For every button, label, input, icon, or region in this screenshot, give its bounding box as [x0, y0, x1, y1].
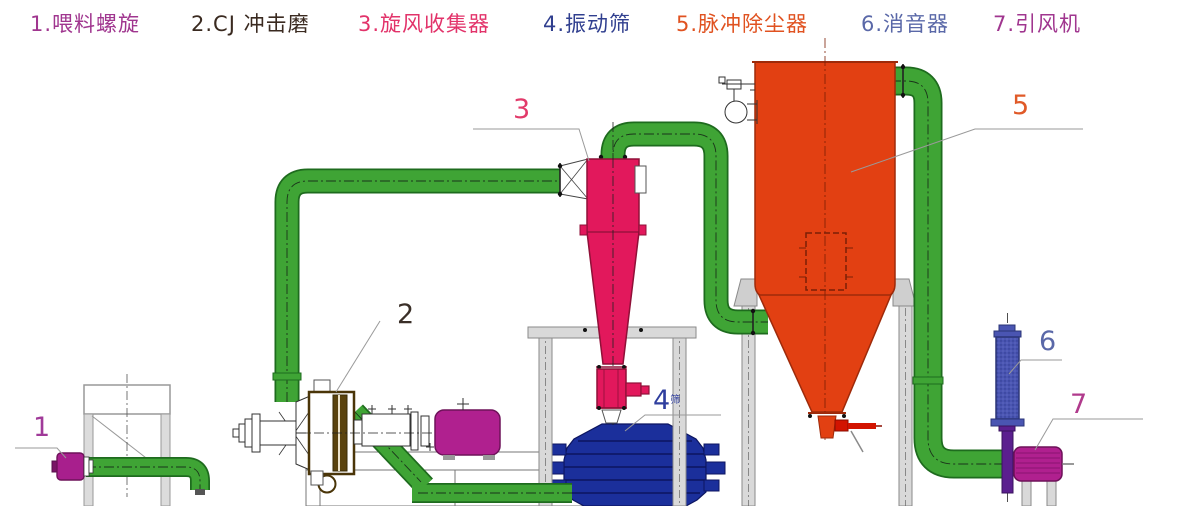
leader-lines — [15, 128, 1143, 459]
feeder-motor — [51, 452, 94, 481]
pulse-valve-assembly — [718, 76, 758, 124]
callout-2: 2 — [397, 299, 415, 330]
legend-item-3: 3.旋风收集器 — [358, 12, 491, 36]
legend-item-2: 2.CJ 冲击磨 — [191, 12, 310, 36]
muffler — [990, 313, 1025, 502]
legend-item-7: 7.引风机 — [993, 12, 1082, 36]
callout-6: 6 — [1039, 326, 1057, 357]
discharge-valve — [808, 412, 882, 453]
legend-item-1: 1.喂料螺旋 — [30, 12, 141, 36]
feed-hopper-stand — [83, 374, 171, 506]
muffler-body — [995, 336, 1020, 420]
pipes — [86, 64, 1008, 503]
mill-motor — [434, 398, 501, 460]
legend-item-5: 5.脉冲除尘器 — [676, 12, 809, 36]
dust-collector — [718, 38, 898, 453]
mill-to-cyclone-pipe — [272, 158, 589, 402]
leader-5 — [850, 128, 1083, 173]
callout-3: 3 — [513, 94, 531, 125]
cyclone-collector — [579, 122, 650, 428]
callout-1: 1 — [33, 412, 51, 443]
fan-body — [1013, 446, 1063, 482]
dust-collector-legs — [733, 278, 917, 506]
feeder-screw-pipe — [86, 457, 210, 495]
leader-4 — [624, 414, 721, 432]
rotary-valve — [596, 365, 650, 424]
induced-draft-fan — [1013, 446, 1074, 506]
leader-3 — [473, 128, 590, 162]
cyclone-to-collector-pipe — [598, 121, 768, 336]
leader-1 — [15, 447, 67, 459]
callout-7: 7 — [1070, 389, 1088, 420]
leader-7 — [1034, 418, 1143, 451]
leader-6 — [1008, 359, 1062, 375]
callout-5: 5 — [1012, 90, 1030, 121]
legend-item-6: 6.消音器 — [861, 12, 950, 36]
legend-item-4: 4.振动筛 — [543, 12, 632, 36]
exhaust-stack — [998, 425, 1016, 494]
access-door — [805, 232, 847, 291]
collector-to-fan-pipe — [891, 64, 1008, 479]
leader-2 — [335, 320, 381, 393]
callout-4-suffix: 筛 — [670, 395, 681, 406]
impact-mill — [232, 379, 435, 494]
callout-4: 4筛 — [653, 385, 681, 416]
